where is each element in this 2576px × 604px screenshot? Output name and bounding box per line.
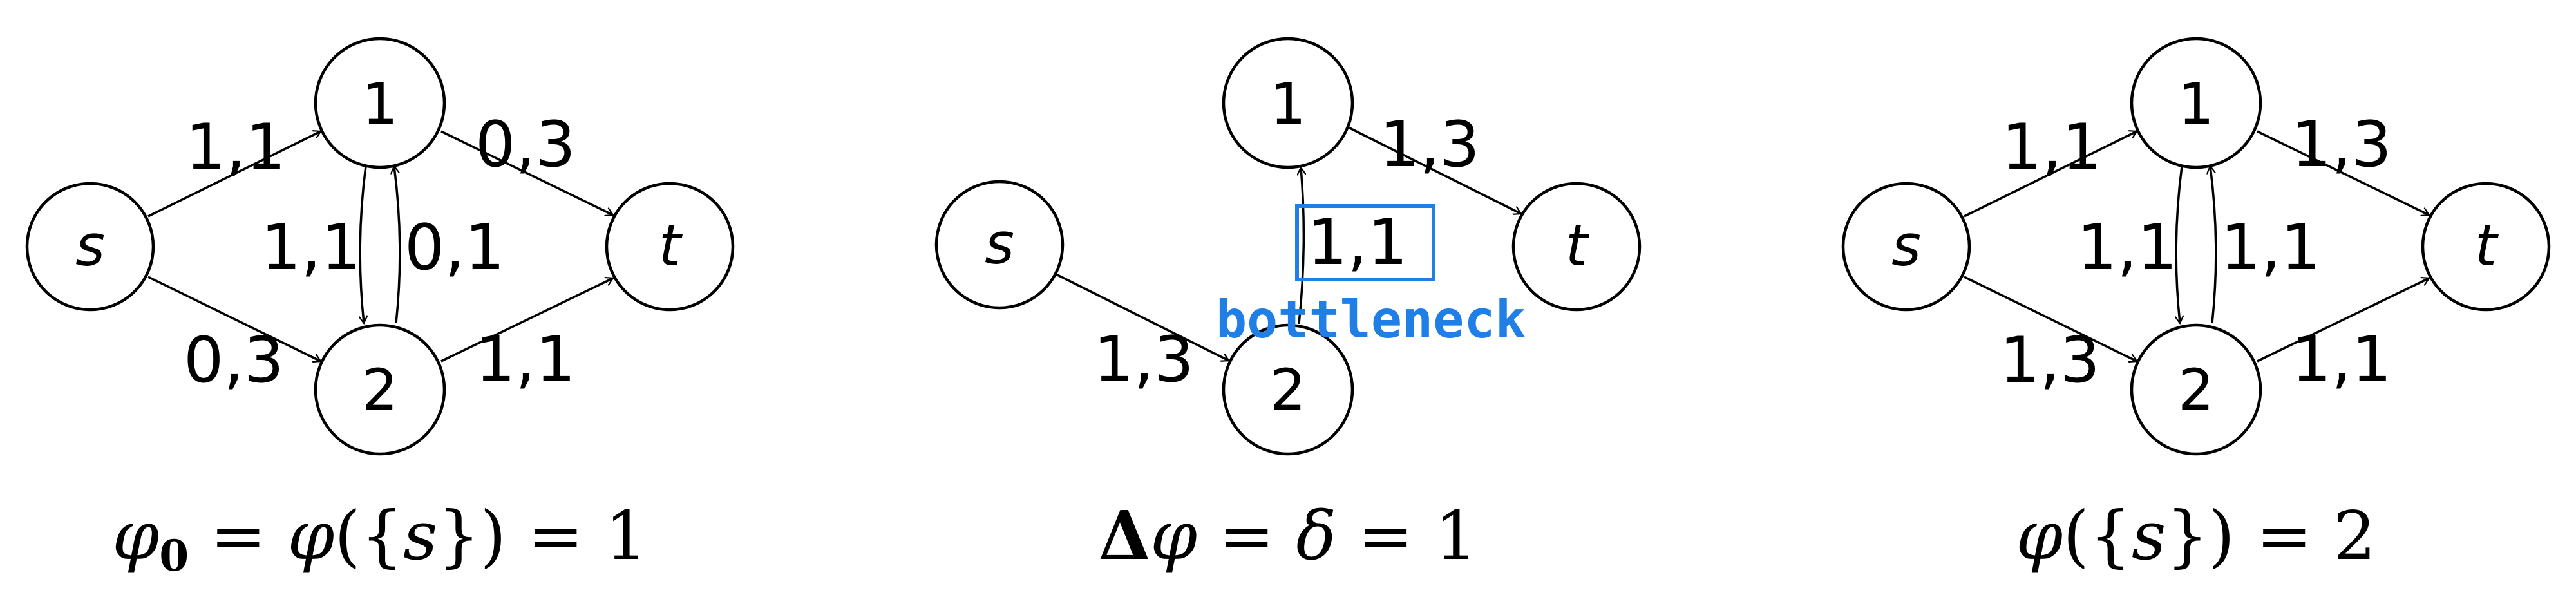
caption-initial-flow-value: φ0 = φ({s}) = 1 [112,496,647,581]
caption-phi-2: φ [287,496,334,575]
edge-1-to-2 [360,165,366,323]
node-2 [314,323,446,456]
edge-1-to-t [2257,130,2429,215]
edge-s-to-2 [147,276,321,361]
caption-small-delta: δ [1296,496,1336,575]
node-s [934,180,1065,310]
caption-equals-value: = 2 [2235,496,2376,575]
network-diagram-updated-flow: s 1 2 t 1,1 1,3 1,1 1,1 1,3 1,1 φ({s}) =… [1841,37,2551,575]
caption-source: s [2132,496,2166,575]
edge-2-t-label: 1,1 [2291,323,2392,397]
node-1-label: 1 [2178,71,2214,137]
node-1 [1222,37,1354,169]
edge-2-1-label: 1,1 [261,211,361,285]
edge-1-t-label: 1,3 [1379,108,1480,182]
node-t [2421,182,2551,312]
node-s-label: s [1891,212,1921,279]
edge-2-1-label: 1,1 [1307,206,1408,279]
edge-1-to-t [1345,125,1521,214]
node-t [605,182,735,312]
node-2 [2130,323,2262,456]
node-t-label: t [2475,212,2499,279]
caption-equals-1: = [1197,496,1296,575]
edge-s-to-2 [1964,276,2137,361]
network-diagram-augmenting-path: s 1 2 t 1,3 1,1 1,3 bottleneck Δφ = δ = … [934,37,1642,575]
edge-2-to-t [440,278,613,363]
edge-s-2-label: 1,3 [2000,324,2100,397]
bottleneck-annotation: bottleneck [1216,290,1526,350]
node-s [25,182,155,312]
edge-1-2-label: 1,1 [2221,211,2321,285]
bottleneck-highlight-box [1295,204,1435,281]
edge-1-t-label: 0,3 [475,108,576,182]
edge-1-2-label: 0,1 [404,211,505,285]
edge-2-t-label: 1,1 [475,323,576,397]
edge-s-1-label: 1,1 [185,111,286,184]
node-1-label: 1 [1270,71,1306,137]
caption-open-set: ({ [2063,496,2132,575]
edge-2-1-label: 1,1 [2077,211,2177,285]
node-1 [314,37,446,169]
caption-equals-1: = [189,496,287,575]
caption-flow-increment: Δφ = δ = 1 [1099,496,1478,575]
caption-close-set: }) [437,496,506,575]
edge-s-to-1 [147,131,321,218]
node-t [1511,182,1642,312]
node-1 [2130,37,2262,169]
edge-2-to-t [2257,278,2429,363]
caption-phi: φ [2016,496,2063,575]
caption-source: s [403,496,437,575]
node-s-label: s [985,211,1014,277]
caption-phi: φ [1150,496,1197,575]
node-1-label: 1 [362,71,398,137]
node-s-label: s [75,212,105,279]
caption-close-set: }) [2166,496,2235,575]
node-s [1841,182,1971,312]
edge-2-to-1 [1299,167,1303,325]
node-t-label: t [659,212,683,279]
node-2 [1222,323,1354,456]
edge-1-to-t [440,130,613,215]
caption-updated-flow-value: φ({s}) = 2 [2016,496,2376,575]
edge-2-to-1 [394,166,401,324]
node-2-label: 2 [1270,357,1306,423]
edge-s-to-2 [1056,273,1229,361]
edge-1-to-2 [2176,165,2182,323]
edge-s-1-label: 1,1 [2002,111,2102,184]
edge-2-to-1 [2210,166,2217,324]
node-t-label: t [1566,212,1590,279]
network-diagram-initial-flow: s 1 2 t 1,1 0,3 1,1 0,1 0,3 1,1 φ0 = φ({… [25,37,735,581]
edge-s-2-label: 0,3 [184,324,284,397]
caption-equals-value: = 1 [1336,496,1477,575]
caption-phi-subscript: 0 [159,531,189,581]
caption-delta: Δ [1099,496,1151,575]
caption-phi: φ [112,496,159,575]
edge-1-t-label: 1,3 [2291,108,2392,182]
caption-open-set: ({ [334,496,403,575]
node-2-label: 2 [362,357,398,423]
edge-s-to-1 [1964,131,2137,218]
edge-s-2-label: 1,3 [1094,323,1194,397]
caption-equals-value: = 1 [506,496,647,575]
node-2-label: 2 [2178,357,2214,423]
